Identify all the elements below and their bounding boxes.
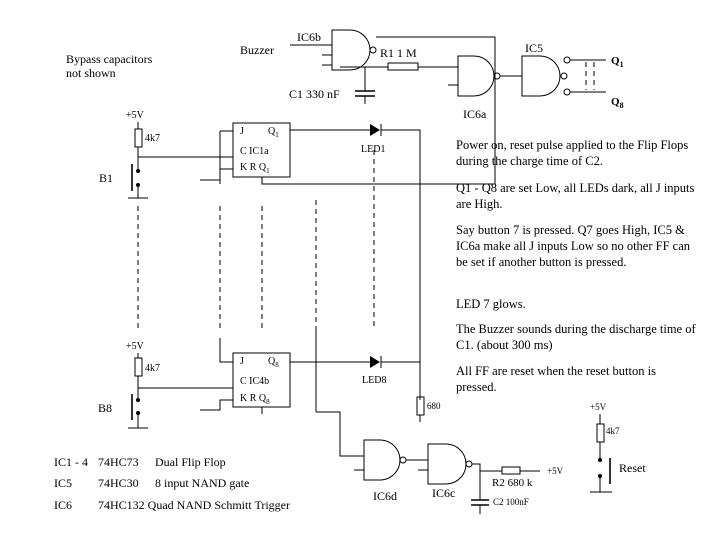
ic6b-input-wires bbox=[322, 54, 332, 66]
led1-wire-out bbox=[380, 124, 421, 400]
bypass-note-line1: Bypass capacitors bbox=[66, 52, 153, 66]
ic6d-label: IC6d bbox=[373, 489, 397, 503]
b8-label: B8 bbox=[98, 401, 112, 415]
ic6a-gate bbox=[457, 55, 501, 97]
part-desc: Dual Flip Flop bbox=[155, 455, 226, 469]
ic6b-label: IC6b bbox=[297, 30, 321, 44]
b1-label: B1 bbox=[99, 171, 113, 185]
ff8-k-wire bbox=[200, 399, 233, 411]
bypass-note-line2: not shown bbox=[66, 66, 116, 80]
ic5-input-wires bbox=[570, 59, 606, 93]
part-type: 74HC132 Quad NAND Schmitt Trigger bbox=[98, 498, 290, 512]
reset-contact-bottom bbox=[598, 474, 602, 478]
note-button-press: Say button 7 is pressed. Q7 goes High, I… bbox=[456, 223, 690, 269]
parts-list: IC1 - 4 74HC73 Dual Flip Flop IC5 74HC30… bbox=[54, 455, 290, 512]
ff8-j-wire bbox=[219, 338, 233, 363]
ic6b-output-wire bbox=[312, 36, 496, 185]
b8-contact-bottom bbox=[136, 411, 140, 415]
b8-switch-wires bbox=[128, 388, 148, 429]
reset-vcc-label: +5V bbox=[590, 402, 607, 412]
b1-switch-wires bbox=[128, 157, 148, 199]
r2-vcc-label: +5V bbox=[547, 466, 564, 476]
ff1-k-wire bbox=[200, 168, 233, 181]
reset-bus-wire bbox=[315, 330, 364, 457]
ic6c-label: IC6c bbox=[432, 486, 455, 500]
b8-contact-top bbox=[136, 398, 140, 402]
note-initial-state: Q1 - Q8 are set Low, all LEDs dark, all … bbox=[456, 181, 695, 211]
led8-wire-out bbox=[380, 356, 420, 368]
c1-capacitor bbox=[355, 90, 375, 97]
b8-pullup-label: 4k7 bbox=[145, 363, 160, 374]
ic5-dashed-inputs bbox=[585, 62, 595, 90]
r2-label: R2 680 k bbox=[492, 477, 533, 489]
led8-diode bbox=[370, 356, 380, 368]
b8-clock-wire bbox=[137, 376, 220, 389]
note-led-glows: LED 7 glows. bbox=[456, 297, 526, 311]
ic6d-gate bbox=[363, 439, 407, 481]
note-power-on: Power on, reset pulse applied to the Fli… bbox=[456, 138, 689, 168]
reset-pullup-label: 4k7 bbox=[606, 426, 620, 436]
ff8-c-label: C IC4b bbox=[240, 376, 269, 387]
vcc-label-b1: +5V bbox=[126, 110, 145, 121]
led8-label: LED8 bbox=[362, 375, 386, 386]
led1-label: LED1 bbox=[361, 144, 385, 155]
vcc-label-b8: +5V bbox=[126, 341, 145, 352]
part-desc: 8 input NAND gate bbox=[155, 476, 249, 490]
buzzer-label: Buzzer bbox=[240, 43, 274, 57]
b1-contact-top bbox=[136, 169, 140, 173]
part-ref: IC6 bbox=[54, 498, 72, 512]
part-ref: IC1 - 4 bbox=[54, 455, 88, 469]
b8-pullup-resistor bbox=[134, 357, 143, 377]
ff1-c-label: C IC1a bbox=[240, 146, 269, 157]
r2-resistor bbox=[501, 466, 521, 475]
c2-label: C2 100nF bbox=[493, 497, 529, 507]
c2-capacitor bbox=[471, 499, 489, 506]
ic5-label: IC5 bbox=[525, 41, 543, 55]
b1-contact-bottom bbox=[136, 183, 140, 187]
b1-clock-wire bbox=[137, 147, 220, 158]
r680-label: 680 bbox=[427, 401, 441, 411]
part-type: 74HC30 bbox=[98, 476, 139, 490]
ff8-j-label: J bbox=[240, 356, 244, 367]
b1-pullup-resistor bbox=[134, 128, 143, 148]
ff1-j-label: J bbox=[240, 126, 244, 137]
part-type: 74HC73 bbox=[98, 455, 139, 469]
reset-contact-top bbox=[598, 458, 602, 462]
reset-pullup-resistor bbox=[596, 423, 605, 443]
ic5-gate bbox=[521, 55, 571, 97]
ic5-input-q1: Q1 bbox=[611, 55, 624, 69]
ff1-q-label: Q1 bbox=[268, 126, 279, 139]
ff1-k-label: K R Q1 bbox=[240, 162, 270, 175]
note-buzzer: The Buzzer sounds during the discharge t… bbox=[456, 322, 696, 352]
b1-pullup-label: 4k7 bbox=[145, 133, 160, 144]
led1-diode bbox=[370, 124, 380, 136]
reset-label: Reset bbox=[619, 461, 646, 475]
ff8-k-label: K R Q8 bbox=[240, 393, 270, 406]
ic6a-label: IC6a bbox=[463, 107, 487, 121]
r1-label: R1 1 M bbox=[380, 46, 417, 60]
part-ref: IC5 bbox=[54, 476, 72, 490]
ic6c-gate bbox=[427, 443, 473, 485]
r1-resistor bbox=[387, 62, 419, 71]
ic6b-gate bbox=[331, 29, 377, 71]
c1-label: C1 330 nF bbox=[289, 87, 340, 101]
ff8-q-label: Q8 bbox=[268, 356, 279, 369]
ic6c-output-wire bbox=[472, 463, 502, 472]
note-reset: All FF are reset when the reset button i… bbox=[456, 364, 656, 394]
ff1-r-wire bbox=[261, 177, 312, 185]
reset-ground-wire bbox=[590, 478, 612, 493]
ic5-input-q8: Q8 bbox=[611, 96, 624, 110]
